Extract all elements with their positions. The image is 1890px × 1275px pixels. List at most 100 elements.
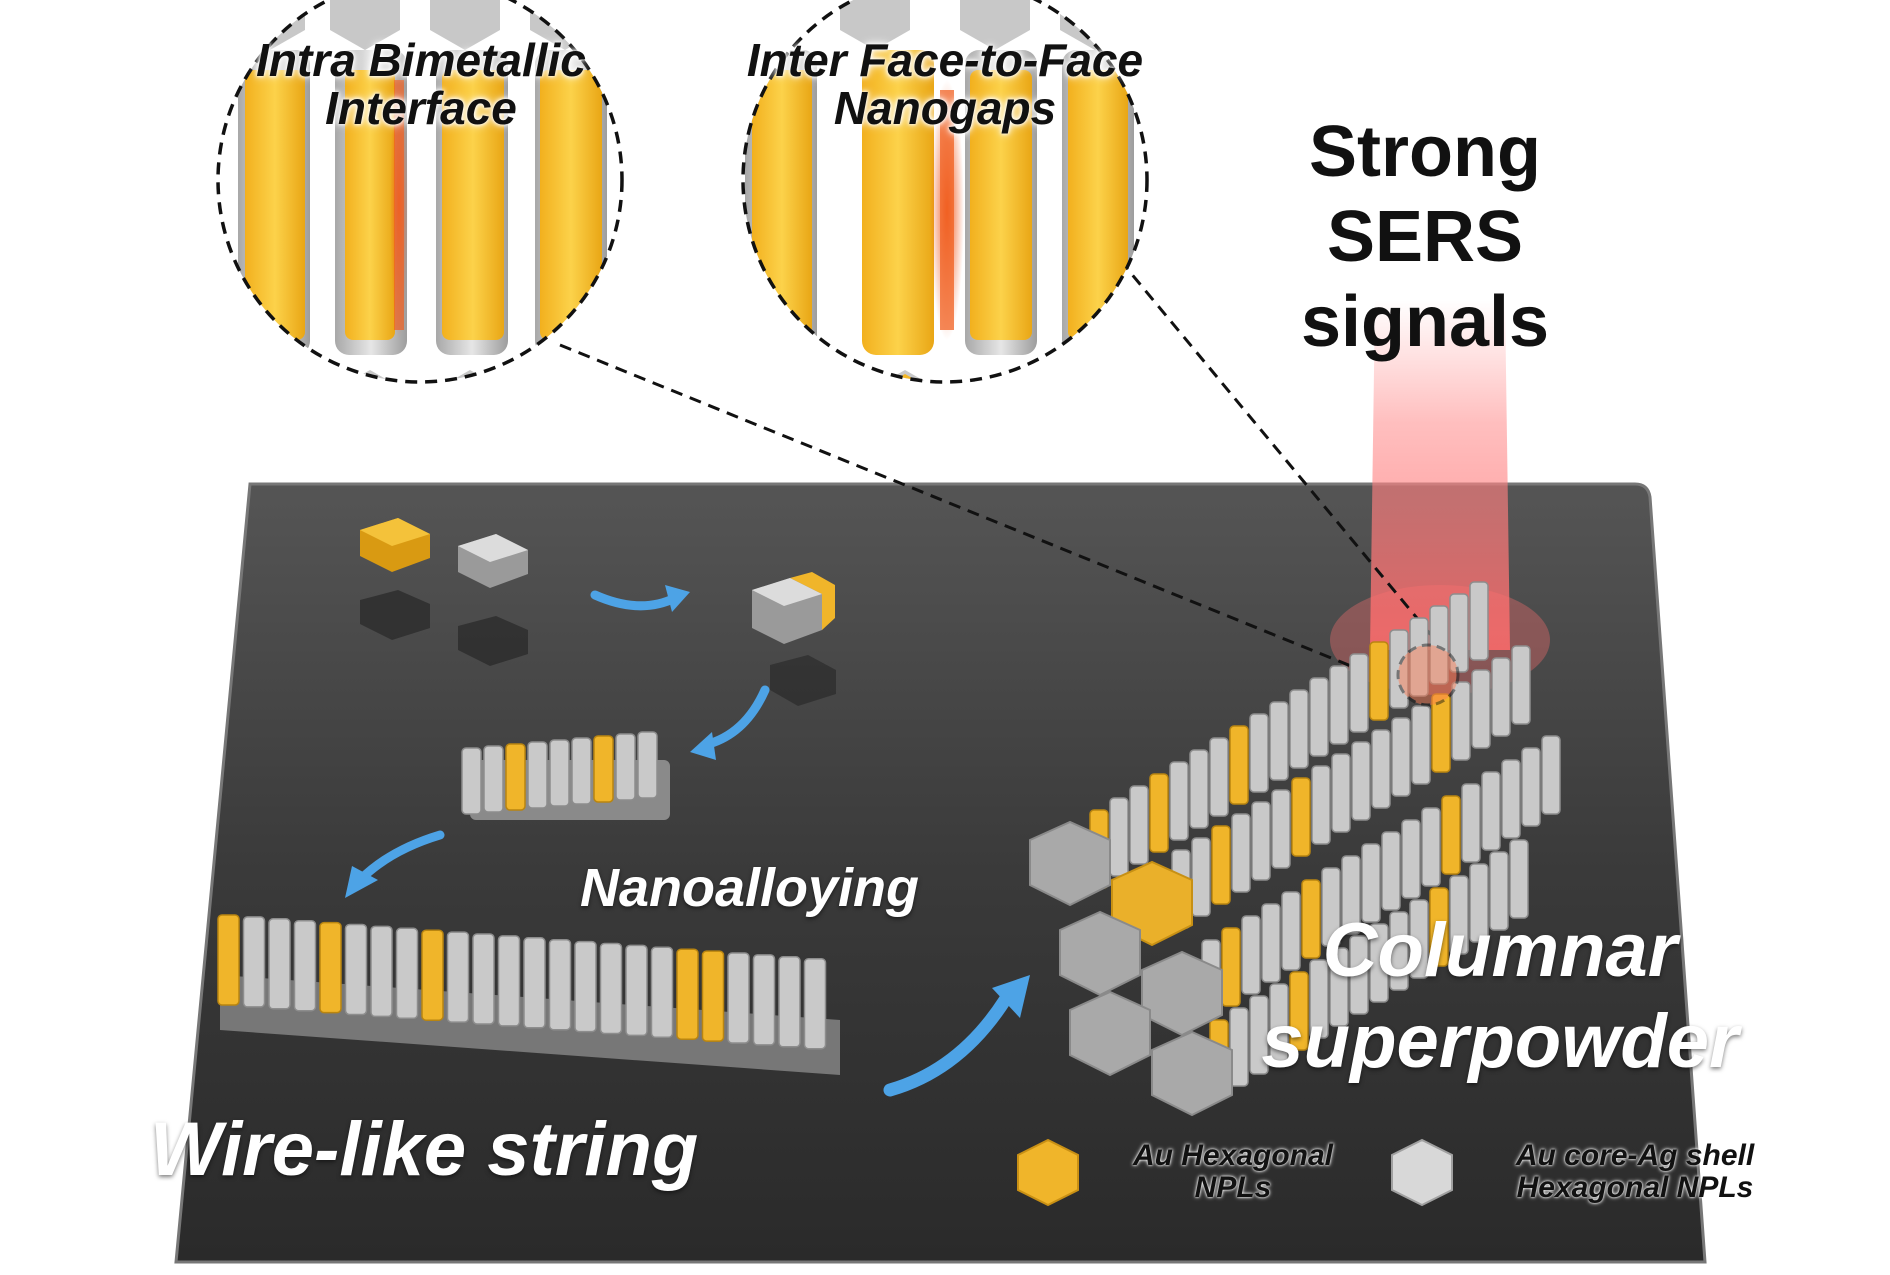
column-slice xyxy=(1349,653,1369,733)
column-slice xyxy=(1521,747,1541,827)
sers-line1: Strong xyxy=(1309,112,1541,192)
long-string-slice xyxy=(752,954,776,1046)
column-slice xyxy=(1249,995,1269,1075)
long-string-slice xyxy=(548,938,572,1031)
long-string-slice xyxy=(727,952,750,1044)
column-slice xyxy=(1209,737,1229,817)
arrow-step-1 xyxy=(590,590,680,611)
long-string-slice xyxy=(421,929,444,1021)
column-slice xyxy=(1469,863,1489,943)
zoom-circle-intra xyxy=(216,0,624,384)
short-string-slice xyxy=(461,747,482,815)
column-slice xyxy=(1329,665,1349,745)
column-slice xyxy=(1511,645,1531,725)
laser-beam xyxy=(1370,300,1510,650)
short-string-slice xyxy=(593,735,614,803)
column-slice xyxy=(1491,657,1511,737)
legend-core-shell-label: Au core-Ag shell Hexagonal NPLs xyxy=(1470,1140,1800,1203)
nanoalloying-label: Nanoalloying xyxy=(580,858,920,918)
silver-npl-single xyxy=(458,534,528,666)
arrow-step-4 xyxy=(883,993,1012,1097)
column-slice xyxy=(1289,689,1309,769)
zoom-right-label: Inter Face-to-Face Nanogaps xyxy=(700,36,1190,133)
column-slice xyxy=(1429,605,1449,685)
long-string-slice xyxy=(293,919,317,1012)
column-slice xyxy=(1229,725,1249,805)
long-string-slice xyxy=(599,942,623,1035)
short-string-slice xyxy=(571,737,592,805)
long-string-slice xyxy=(523,937,546,1029)
long-string-slice xyxy=(344,923,368,1016)
column-slice xyxy=(1231,813,1251,893)
zoom-left-line1: Intra Bimetallic xyxy=(256,34,586,86)
column-slice xyxy=(1311,765,1331,845)
column-slice xyxy=(1149,773,1169,853)
columnar-label: Columnar superpowder xyxy=(1250,905,1750,1087)
long-string-slice xyxy=(778,956,801,1048)
zoom-left-label: Intra Bimetallic Interface xyxy=(196,36,646,133)
long-string-slice xyxy=(803,957,827,1050)
long-string-slice xyxy=(497,935,521,1027)
column-slice xyxy=(1169,761,1189,841)
column-slice xyxy=(1389,629,1409,709)
column-slice xyxy=(1349,935,1369,1015)
wire-string-label: Wire-like string xyxy=(150,1107,699,1192)
column-slice xyxy=(1269,701,1289,781)
long-string-slice xyxy=(574,940,597,1033)
legend-gold-hexagon xyxy=(1017,1138,1079,1207)
column-slice xyxy=(1431,693,1451,773)
short-string-slice xyxy=(483,745,504,813)
column-slice xyxy=(1251,801,1271,881)
column-slice xyxy=(1331,753,1351,833)
column-slice xyxy=(1229,1007,1249,1087)
gold-npl-single xyxy=(360,518,430,640)
legend-au-line2: NPLs xyxy=(1194,1170,1272,1204)
columnar-superpowder xyxy=(1029,581,1561,1117)
arrow-step-1-head xyxy=(665,585,690,612)
long-string-slice xyxy=(395,927,419,1020)
column-slice xyxy=(1351,741,1371,821)
column-slice xyxy=(1129,785,1149,865)
column-slice xyxy=(1321,867,1341,947)
legend-au-label: Au Hexagonal NPLs xyxy=(1098,1140,1368,1203)
legend-cs-line2: Hexagonal NPLs xyxy=(1516,1170,1754,1204)
long-string xyxy=(217,914,840,1075)
arrow-step-2-head xyxy=(690,732,716,760)
column-slice xyxy=(1371,729,1391,809)
column-slice xyxy=(1109,797,1129,877)
column-slice xyxy=(1269,983,1289,1063)
column-slice xyxy=(1189,749,1209,829)
column-slice xyxy=(1381,831,1401,911)
column-slice xyxy=(1471,669,1491,749)
connector-right xyxy=(1118,259,1462,671)
long-string-slice xyxy=(319,921,342,1014)
legend-cs-line1: Au core-Ag shell xyxy=(1515,1139,1755,1172)
short-string xyxy=(461,731,670,820)
columnar-line2: superpowder xyxy=(1261,999,1739,1085)
column-slice xyxy=(1481,771,1501,851)
legend-au-line1: Au Hexagonal xyxy=(1132,1139,1334,1172)
column-slice xyxy=(1261,903,1281,983)
long-string-slice xyxy=(446,931,470,1023)
column-slice xyxy=(1329,947,1349,1027)
column-slice xyxy=(1191,837,1211,917)
column-slice xyxy=(1391,717,1411,797)
zoom-right-line2: Nanogaps xyxy=(833,82,1057,135)
column-slice xyxy=(1309,677,1329,757)
column-slice xyxy=(1211,825,1231,905)
column-slice xyxy=(1369,641,1389,721)
dimer-npl xyxy=(752,572,836,706)
column-slice xyxy=(1449,875,1469,955)
column-slice xyxy=(1489,851,1509,931)
column-slice xyxy=(1541,735,1561,815)
column-slice xyxy=(1461,783,1481,863)
long-string-slice xyxy=(242,916,266,1008)
column-slice xyxy=(1451,681,1471,761)
column-slice xyxy=(1301,879,1321,959)
column-slice xyxy=(1221,927,1241,1007)
long-string-slice xyxy=(370,925,393,1018)
long-string-slice xyxy=(472,933,495,1025)
legend-silver-hexagon xyxy=(1391,1138,1453,1207)
arrow-step-3-head xyxy=(345,866,378,898)
column-slice xyxy=(1441,795,1461,875)
